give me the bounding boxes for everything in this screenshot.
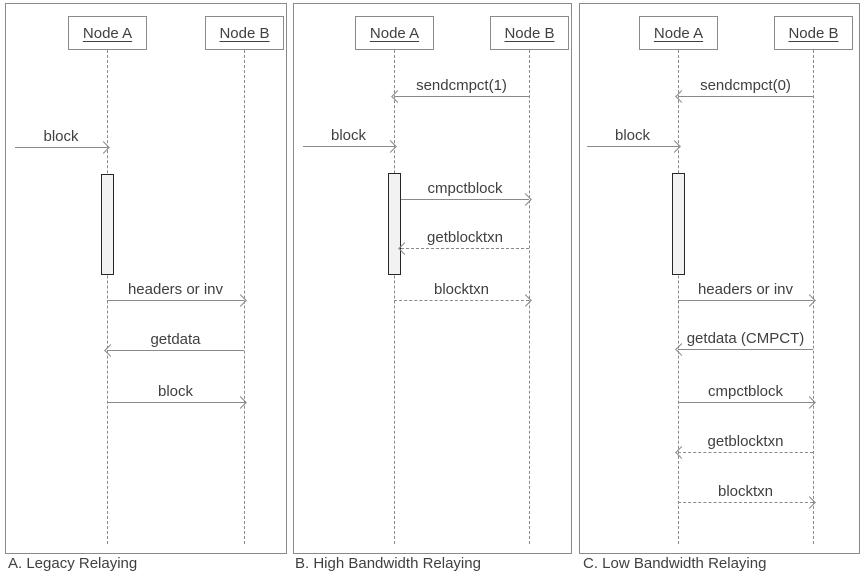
node-b-label: Node B [219,24,270,42]
message-label: headers or inv [127,281,224,298]
message-block: block [107,381,247,409]
node-a-label: Node A [369,24,420,42]
message-headers-or-inv: headers or inv [107,279,247,307]
node-a-activation-bar [672,173,685,275]
node-b-lifeline [813,50,814,544]
node-a-lifeline [107,50,108,544]
message-label: cmpctblock [427,180,503,197]
node-b-label: Node B [504,24,555,42]
message-blocktxn: blocktxn [394,279,532,307]
message-block-incoming: block [15,126,110,154]
node-a-box: Node A [68,16,147,50]
message-label: sendcmpct(0) [700,77,791,94]
message-label: getdata [150,331,201,348]
message-label: getblocktxn [707,433,784,450]
node-b-lifeline [244,50,245,544]
message-label: sendcmpct(1) [416,77,507,94]
node-b-box: Node B [205,16,284,50]
message-getblocktxn: getblocktxn [398,227,529,255]
message-headers-or-inv: headers or inv [678,279,816,307]
message-block-incoming: block [587,125,681,153]
node-b-box: Node B [490,16,569,50]
message-label: headers or inv [697,281,794,298]
message-label: block [43,128,79,145]
message-label: blocktxn [433,281,490,298]
caption-high-bandwidth-relaying: B. High Bandwidth Relaying [295,555,481,572]
message-label: block [614,127,651,144]
node-b-lifeline [529,50,530,544]
message-sendcmpct-1: sendcmpct(1) [391,75,529,103]
node-b-label: Node B [788,24,839,42]
message-cmpctblock: cmpctblock [678,381,816,409]
message-label: cmpctblock [707,383,784,400]
message-getblocktxn: getblocktxn [675,431,813,459]
message-label: block [330,127,367,144]
message-sendcmpct-0: sendcmpct(0) [675,75,813,103]
message-cmpctblock: cmpctblock [401,178,532,206]
message-blocktxn: blocktxn [678,481,816,509]
node-a-box: Node A [639,16,718,50]
panel-legacy-relaying: Node A Node B block headers or inv getda… [5,3,287,554]
caption-legacy-relaying: A. Legacy Relaying [8,555,138,572]
node-a-lifeline [678,50,679,544]
message-getdata: getdata [104,329,244,357]
message-label: blocktxn [717,483,774,500]
message-label: block [157,383,194,400]
node-b-box: Node B [774,16,853,50]
message-label: getblocktxn [427,229,503,246]
node-a-box: Node A [355,16,434,50]
message-getdata-cmpct: getdata (CMPCT) [675,328,813,356]
message-label: getdata (CMPCT) [686,330,805,347]
message-block-incoming: block [303,125,397,153]
panel-high-bandwidth-relaying: Node A Node B sendcmpct(1) block cmpctbl… [293,3,572,554]
node-a-activation-bar [388,173,401,275]
node-a-label: Node A [82,24,133,42]
node-a-label: Node A [653,24,704,42]
node-a-lifeline [394,50,395,544]
caption-low-bandwidth-relaying: C. Low Bandwidth Relaying [583,555,767,572]
node-a-activation-bar [101,174,114,275]
panel-low-bandwidth-relaying: Node A Node B sendcmpct(0) block headers… [579,3,860,554]
